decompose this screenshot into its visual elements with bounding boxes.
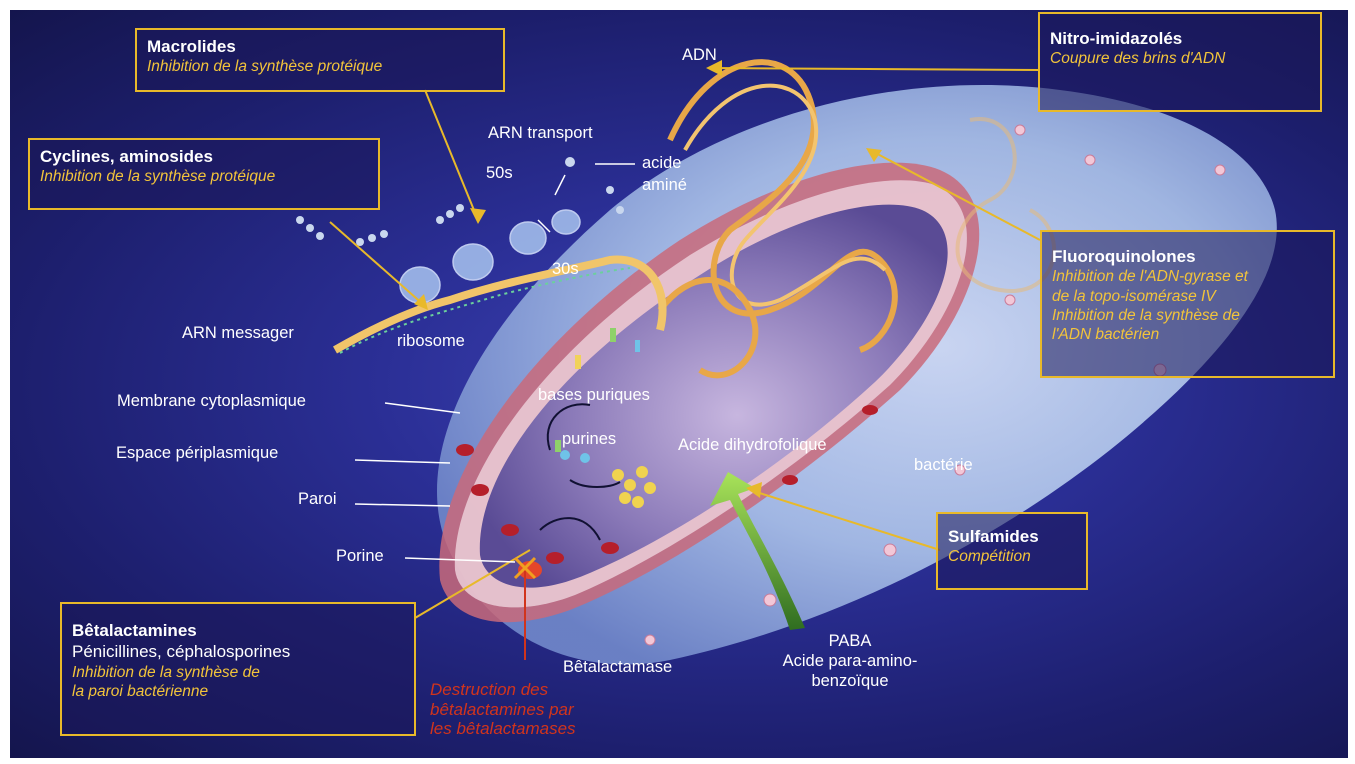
label-espace: Espace périplasmique	[116, 444, 278, 464]
label-porine: Porine	[336, 547, 384, 567]
sulfamides-desc: Compétition	[948, 547, 1076, 566]
label-paba-3: benzoïque	[752, 672, 948, 692]
fluoro-box: Fluoroquinolones Inhibition de l'ADN-gyr…	[1040, 230, 1335, 378]
nitro-box: Nitro-imidazolés Coupure des brins d'ADN	[1038, 12, 1322, 112]
label-50s: 50s	[486, 164, 513, 184]
diagram-canvas: Macrolides Inhibition de la synthèse pro…	[10, 10, 1348, 758]
label-paba: PABA	[752, 632, 948, 652]
nitro-title: Nitro-imidazolés	[1050, 28, 1310, 49]
label-acide-amine-2: aminé	[642, 176, 687, 196]
label-acide-dihydrofolique: Acide dihydrofolique	[678, 436, 827, 456]
label-30s: 30s	[552, 260, 579, 280]
betalactamines-sub: Pénicillines, céphalosporines	[72, 641, 404, 662]
cyclines-title: Cyclines, aminosides	[40, 146, 368, 167]
macrolides-box: Macrolides Inhibition de la synthèse pro…	[135, 28, 505, 92]
label-ribosome: ribosome	[397, 332, 465, 352]
fluoro-desc-1: Inhibition de l'ADN-gyrase et	[1052, 267, 1323, 286]
label-purines: purines	[562, 430, 616, 450]
betalactamines-desc-1: Inhibition de la synthèse de	[72, 663, 404, 682]
label-paroi: Paroi	[298, 490, 337, 510]
label-acide-amine-1: acide	[642, 154, 681, 174]
label-arn-transport: ARN transport	[488, 124, 593, 144]
label-paba-group: PABA Acide para-amino- benzoïque	[752, 632, 948, 691]
fluoro-desc-2: de la topo-isomérase IV	[1052, 287, 1323, 306]
label-membrane: Membrane cytoplasmique	[117, 392, 306, 412]
macrolides-desc: Inhibition de la synthèse protéique	[147, 57, 493, 76]
label-bacterie: bactérie	[914, 456, 973, 476]
cyclines-desc: Inhibition de la synthèse protéique	[40, 167, 368, 186]
macrolides-title: Macrolides	[147, 36, 493, 57]
cyclines-box: Cyclines, aminosides Inhibition de la sy…	[28, 138, 380, 210]
label-adn: ADN	[682, 46, 717, 66]
sulfamides-box: Sulfamides Compétition	[936, 512, 1088, 590]
destruction-line-1: Destruction des	[430, 680, 576, 700]
fluoro-title: Fluoroquinolones	[1052, 246, 1323, 267]
label-bases-puriques: bases puriques	[538, 386, 650, 406]
fluoro-desc-3: Inhibition de la synthèse de	[1052, 306, 1323, 325]
label-paba-2: Acide para-amino-	[752, 652, 948, 672]
label-arn-messager: ARN messager	[182, 324, 294, 344]
betalactamines-box: Bêtalactamines Pénicillines, céphalospor…	[60, 602, 416, 736]
destruction-line-3: les bêtalactamases	[430, 719, 576, 739]
betalactamines-title: Bêtalactamines	[72, 620, 404, 641]
sulfamides-title: Sulfamides	[948, 526, 1076, 547]
destruction-label: Destruction des bêtalactamines par les b…	[430, 680, 576, 739]
destruction-line-2: bêtalactamines par	[430, 700, 576, 720]
nitro-desc: Coupure des brins d'ADN	[1050, 49, 1310, 68]
betalactamines-desc-2: la paroi bactérienne	[72, 682, 404, 701]
fluoro-desc-4: l'ADN bactérien	[1052, 325, 1323, 344]
label-betalactamase: Bêtalactamase	[563, 658, 672, 678]
